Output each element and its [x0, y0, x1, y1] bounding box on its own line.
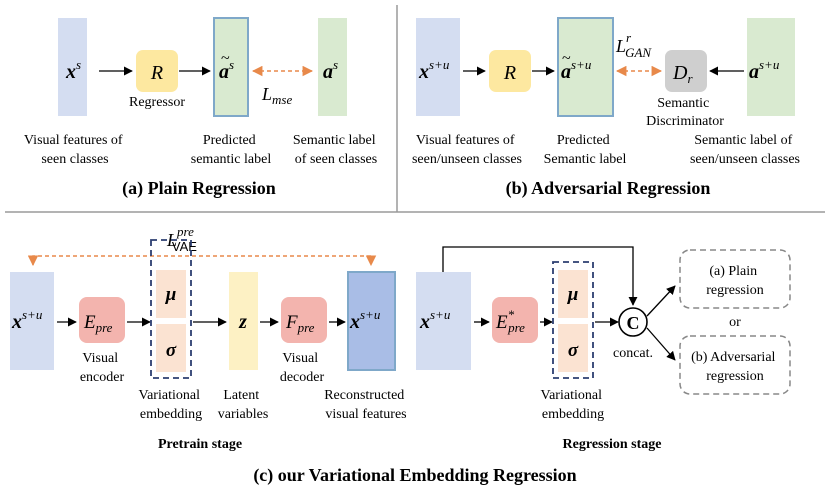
panel-c-regression-stage-label: Regression stage [563, 437, 662, 452]
panel-c-z-symbol: z [238, 311, 247, 333]
panel-c-vae-loss-arrow [27, 255, 377, 267]
panel-c-reconstructed-label: Reconstructed visual features [324, 388, 408, 422]
panel-b-caption-semantic: Semantic label of seen/unseen classes [690, 133, 800, 167]
panel-a-caption-predicted: Predicted semantic label [191, 133, 272, 167]
panel-c-skip-connection [442, 246, 638, 306]
panel-a-a-symbol: as [323, 57, 338, 83]
panel-b-x-symbol: xs+u [418, 57, 450, 83]
panel-c-mu-symbol: μ [165, 284, 177, 305]
panel-a-predicted-semantic-bar [213, 17, 249, 117]
panel-c-sigma-cell [156, 324, 186, 372]
panel-c-decoder-box [281, 297, 327, 343]
panel-b-discriminator-label: Semantic Discriminator [646, 96, 724, 129]
panel-c-option-or: or [729, 315, 741, 330]
panel-a-semantic-label-bar [318, 18, 347, 116]
panel-c-sigma-symbol: σ [166, 340, 177, 361]
panel-c-mu-cell [156, 270, 186, 318]
panel-a-regressor-box [136, 50, 178, 92]
panel-a-caption-semantic: Semantic label of seen classes [293, 133, 379, 167]
panel-c-decoder-label: Visual decoder [280, 351, 325, 385]
panel-b-title: (b) Adversarial Regression [506, 178, 711, 199]
panel-b-regressor-symbol: R [503, 62, 516, 84]
panel-a-regressor-label: Regressor [129, 95, 185, 110]
panel-b-semantic-label-bar [747, 18, 795, 116]
panel-a-x-symbol: xs [65, 57, 81, 83]
panel-c-input-visual-bar [10, 272, 54, 370]
panel-c-concat-label: concat. [613, 346, 653, 361]
panel-c-embedding-label: Variational embedding [139, 388, 204, 422]
panel-c-encoder-label: Visual encoder [80, 351, 125, 385]
panel-c-concat-circle [618, 307, 648, 337]
panel-a-tilde-mark: ~ [221, 50, 230, 67]
panel-c-reg-visual-bar [416, 272, 471, 370]
panel-c-pretrain-stage-label: Pretrain stage [158, 437, 242, 452]
panel-a-caption-visual: Visual features of seen classes [24, 133, 126, 167]
panel-c-option-plain-text: (a) Plain regression [706, 264, 764, 298]
panel-c-reg-mu-symbol: μ [567, 284, 579, 305]
panel-b-tilde-mark: ~ [562, 50, 571, 67]
panel-c-encoder-box [79, 297, 125, 343]
panel-c-option-plain-box [679, 249, 791, 309]
panel-c-input-x-symbol: xs+u [11, 307, 43, 333]
panel-b-caption-predicted: Predicted Semantic label [544, 133, 627, 167]
panel-c-latent-bar [229, 272, 258, 370]
panel-c-xrec-symbol: xs+u [349, 307, 381, 333]
panel-a-regressor-symbol: R [150, 62, 163, 84]
panel-b-discriminator-symbol: Dr [672, 62, 693, 86]
panel-c-regression: xs+u E*pre μ σ Variational embedding C c… [416, 246, 791, 452]
panel-c-arrow-concat-to-plain [646, 285, 676, 317]
panel-c-reg-sigma-symbol: σ [568, 340, 579, 361]
panel-c-embedding-frame [150, 239, 192, 379]
panel-c-reg-embedding-frame [552, 261, 594, 379]
panel-c-option-adversarial-text: (b) Adversarial regression [691, 350, 779, 384]
panel-b-visual-feature-bar [416, 18, 460, 116]
panel-a-a-tilde-symbol: as [219, 57, 234, 83]
panel-c-decoder-symbol: Fpre [285, 312, 315, 335]
panel-c-title: (c) our Variational Embedding Regression [253, 465, 576, 486]
panel-c-encoder-symbol: Epre [83, 312, 113, 335]
panel-c-reg-embedding-label: Variational embedding [541, 388, 606, 422]
panel-c-estar-symbol: E*pre [495, 307, 525, 335]
panel-c-arrow-concat-to-adversarial [646, 327, 676, 361]
panel-a: xs R Regressor as ~ Lmse as Visual featu… [24, 17, 379, 199]
panel-c-estar-box [492, 297, 538, 343]
panel-c-reconstructed-bar [347, 271, 396, 371]
panel-b-discriminator-box [665, 50, 707, 92]
panel-b-a-symbol: as+u [749, 57, 780, 83]
panel-c-reg-x-symbol: xs+u [419, 307, 451, 333]
panel-b-a-tilde-symbol: as+u [561, 57, 592, 83]
panel-c-reg-sigma-cell [558, 324, 588, 372]
panel-b-caption-visual: Visual features of seen/unseen classes [412, 133, 522, 167]
panel-c-latent-label: Latent variables [218, 388, 269, 422]
panel-b-regressor-box [489, 50, 531, 92]
panel-c-option-adversarial-box [679, 335, 791, 395]
panel-a-mse-loss: Lmse [261, 84, 292, 107]
panel-c-reg-mu-cell [558, 270, 588, 318]
panel-b-predicted-semantic-bar [557, 17, 614, 117]
panel-a-title: (a) Plain Regression [122, 178, 276, 199]
panel-a-visual-feature-bar [58, 18, 87, 116]
panel-c-concat-symbol: C [627, 313, 640, 333]
